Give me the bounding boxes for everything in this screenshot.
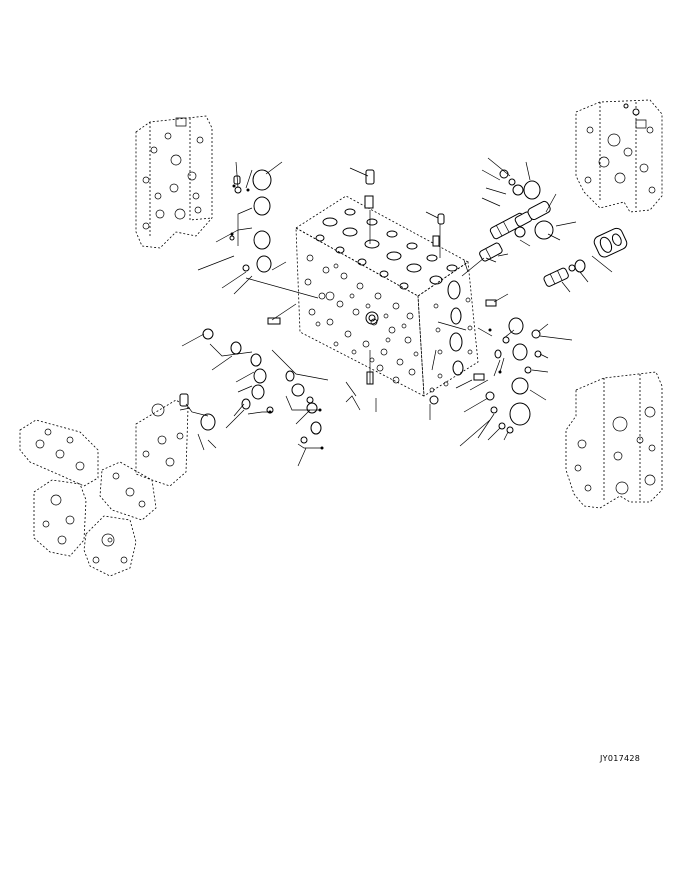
main-valve-block: [268, 196, 496, 404]
side-face-ports: [430, 281, 472, 392]
small-plugs: [230, 184, 502, 450]
top-face-ports: [316, 209, 457, 289]
top-left-valve-section: [136, 116, 212, 248]
top-right-valve-section: [576, 100, 662, 212]
figure-code: JY017428: [600, 754, 641, 763]
seal-rings-left: [201, 170, 321, 443]
spool-parts: [180, 170, 629, 406]
right-lower-valve-section: [566, 372, 662, 508]
leader-lines: [180, 158, 612, 466]
front-face-ports: [305, 255, 418, 383]
lower-left-subassemblies: [20, 400, 188, 576]
